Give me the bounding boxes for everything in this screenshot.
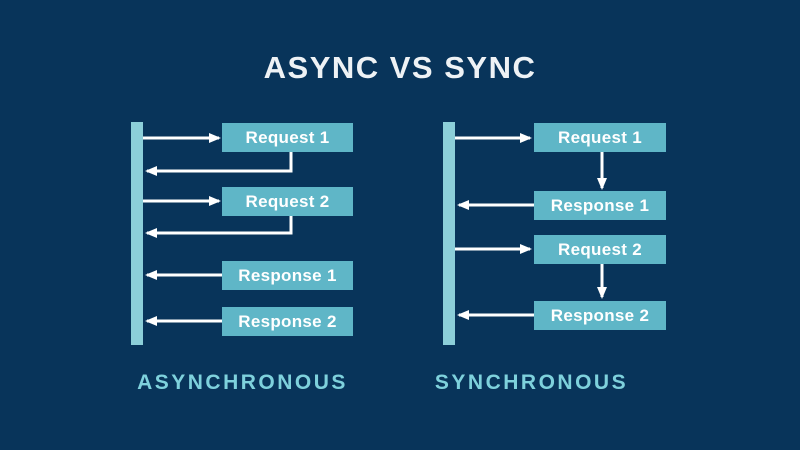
sync-lifeline-bar xyxy=(443,122,455,345)
sync-box-request-2-label: Request 2 xyxy=(558,239,642,259)
async-box-response-1-label: Response 1 xyxy=(238,265,337,285)
async-box-request-1: Request 1 xyxy=(222,123,353,152)
sync-box-response-1: Response 1 xyxy=(534,191,666,220)
async-lifeline-bar xyxy=(131,122,143,345)
async-box-response-2-label: Response 2 xyxy=(238,311,337,331)
async-box-request-2: Request 2 xyxy=(222,187,353,216)
async-box-request-1-label: Request 1 xyxy=(245,127,330,147)
async-caption: ASYNCHRONOUS xyxy=(137,371,348,394)
page-title: ASYNC VS SYNC xyxy=(263,50,537,85)
async-box-response-2: Response 2 xyxy=(222,307,353,336)
sync-box-response-1-label: Response 1 xyxy=(550,195,650,215)
sync-box-request-2: Request 2 xyxy=(534,235,666,264)
sync-box-request-1-label: Request 1 xyxy=(558,127,642,147)
sync-box-response-2: Response 2 xyxy=(534,301,666,330)
sync-box-request-1: Request 1 xyxy=(534,123,666,152)
sync-box-response-2-label: Response 2 xyxy=(550,305,650,325)
async-request-1-return-arrow xyxy=(145,152,293,176)
async-box-request-2-label: Request 2 xyxy=(245,191,330,211)
sync-caption: SYNCHRONOUS xyxy=(434,371,629,394)
async-request-2-return-arrow xyxy=(145,216,293,238)
async-box-response-1: Response 1 xyxy=(222,261,353,290)
